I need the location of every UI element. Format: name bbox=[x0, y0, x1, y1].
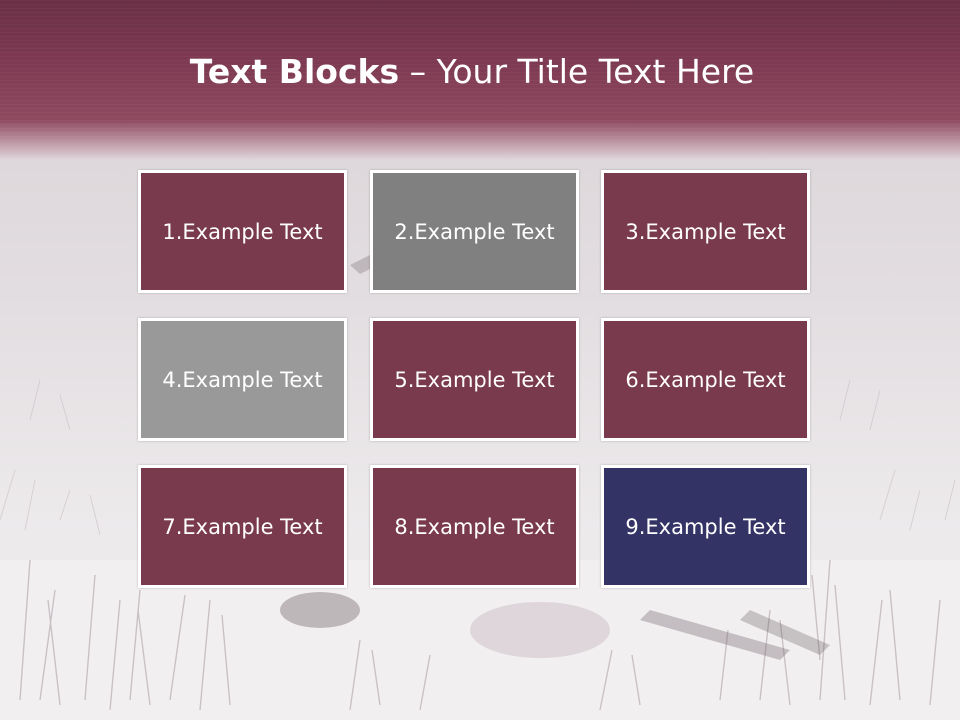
text-block-7[interactable]: 7.Example Text bbox=[138, 465, 347, 588]
text-block-4[interactable]: 4.Example Text bbox=[138, 318, 347, 441]
title-rest: Your Title Text Here bbox=[436, 52, 755, 91]
text-block-3[interactable]: 3.Example Text bbox=[601, 170, 810, 293]
text-block-8[interactable]: 8.Example Text bbox=[370, 465, 579, 588]
header-texture bbox=[0, 0, 960, 140]
text-block-6[interactable]: 6.Example Text bbox=[601, 318, 810, 441]
header-band bbox=[0, 0, 960, 160]
title-bold-part: Text Blocks bbox=[189, 52, 400, 91]
title-dash: – bbox=[399, 52, 437, 91]
slide-title: Text Blocks – Your Title Text Here bbox=[0, 52, 944, 91]
text-block-5[interactable]: 5.Example Text bbox=[370, 318, 579, 441]
text-block-1[interactable]: 1.Example Text bbox=[138, 170, 347, 293]
text-block-9[interactable]: 9.Example Text bbox=[601, 465, 810, 588]
text-block-2[interactable]: 2.Example Text bbox=[370, 170, 579, 293]
